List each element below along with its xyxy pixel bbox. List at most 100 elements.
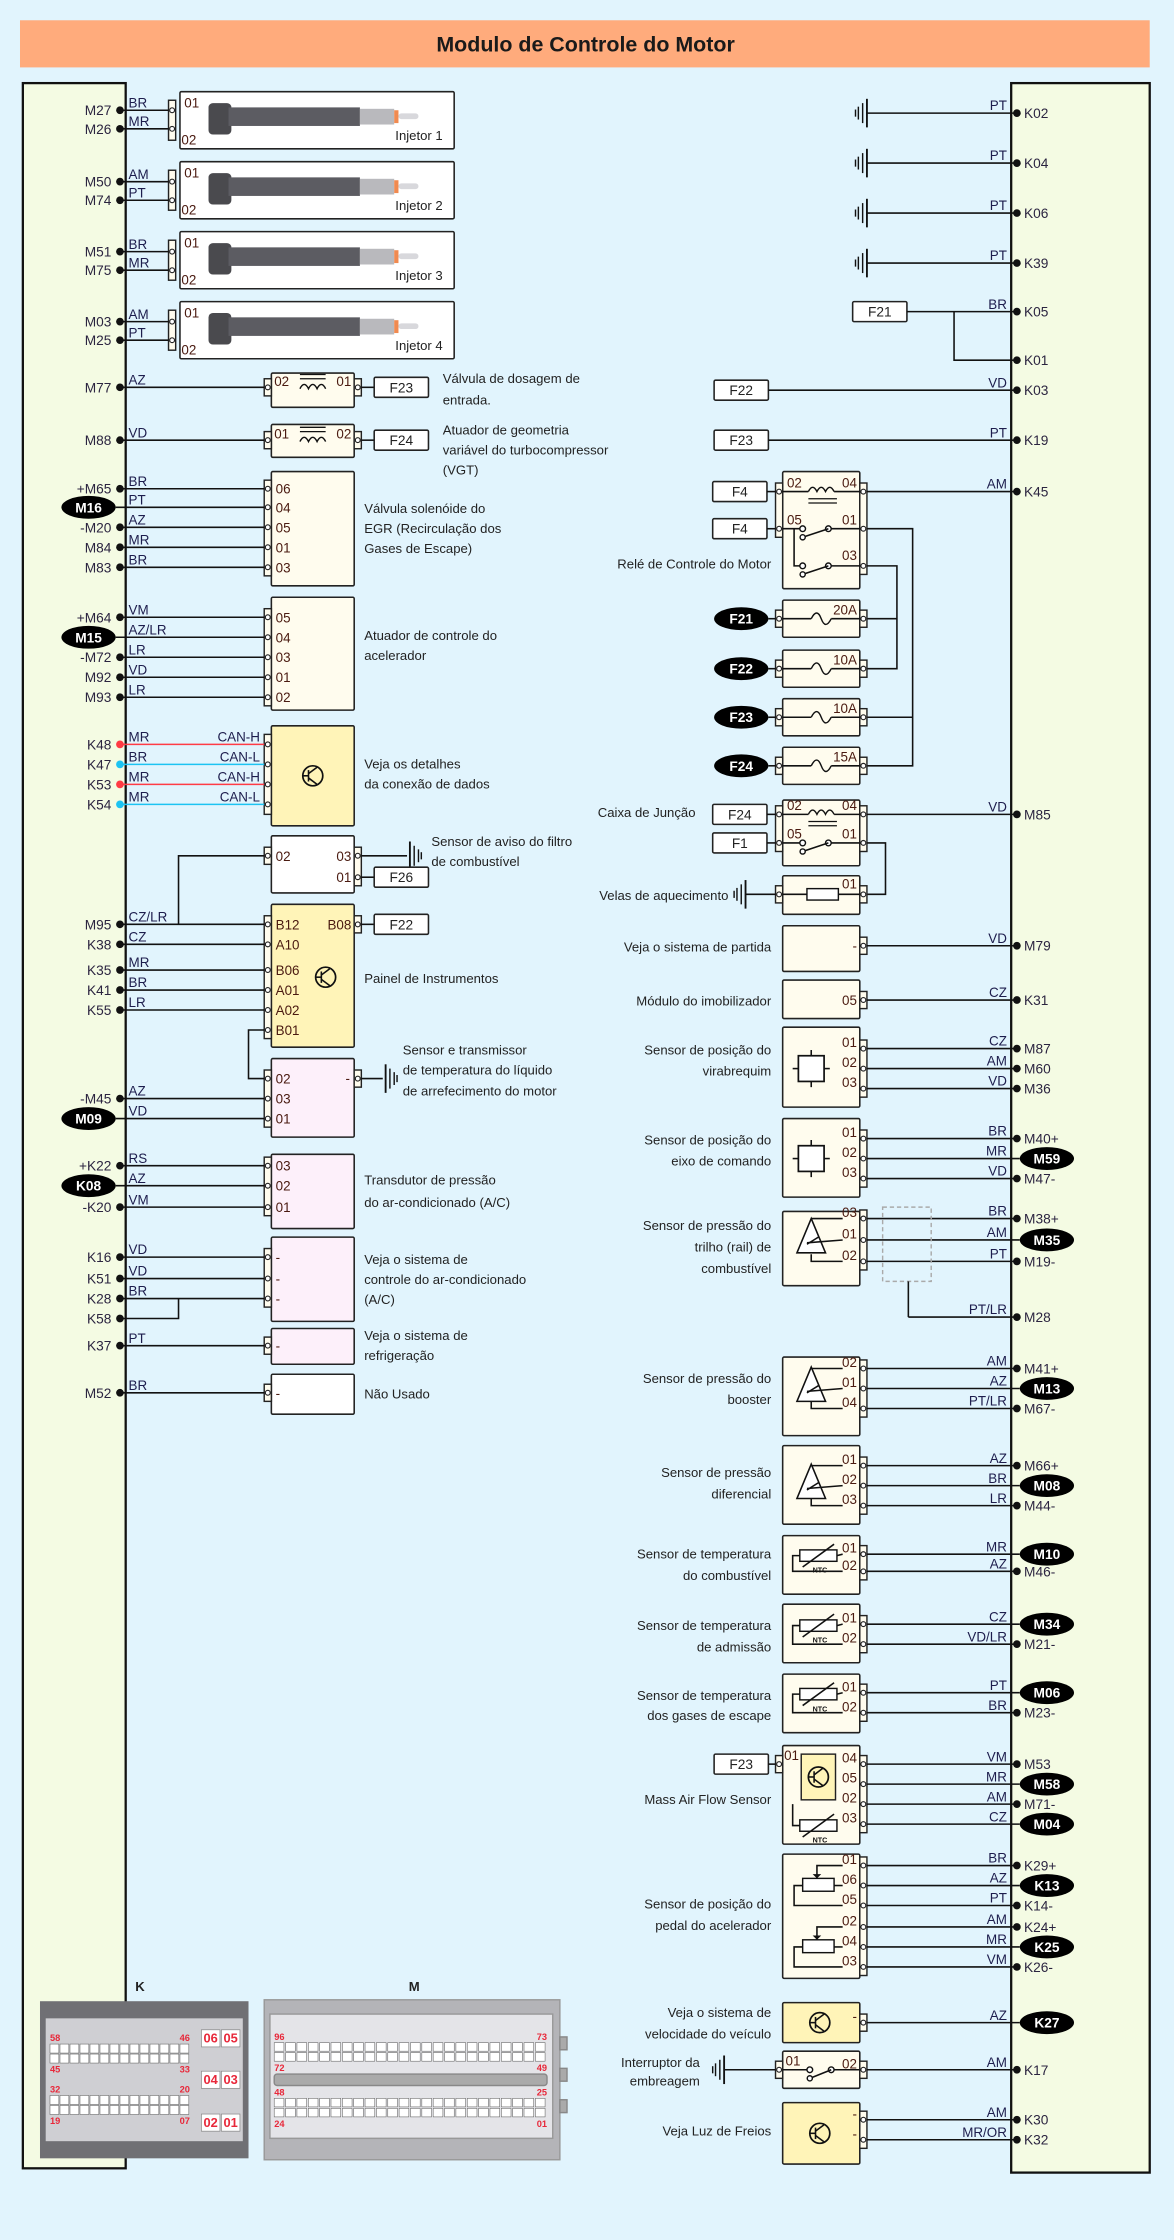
connector-tab — [774, 805, 784, 853]
ecm-pin-label: M88 — [85, 433, 112, 448]
connector-k-cell — [109, 2053, 120, 2064]
connector-k-cell — [159, 2105, 170, 2115]
connector-k-cell — [129, 2043, 140, 2054]
ecm-pin-dot — [1013, 356, 1021, 365]
connector-m-cell — [523, 2042, 535, 2052]
component-pin: 02 — [842, 1699, 857, 1714]
ecm-pin-dot — [116, 613, 124, 622]
injector-label: Injetor 1 — [395, 128, 442, 143]
pin-terminal — [860, 1943, 867, 1950]
pin-terminal — [264, 614, 271, 621]
ecm-pin-label: M16 — [75, 500, 102, 515]
wire-color-label: PT/LR — [969, 1394, 1007, 1409]
pin-terminal — [860, 615, 867, 622]
connector-m-cell — [319, 2052, 330, 2062]
connector-m-cell — [353, 2098, 364, 2108]
connector-m-cell — [444, 2098, 455, 2108]
connector-m-cell — [364, 2098, 376, 2108]
wire-color-label: AM — [987, 477, 1007, 492]
component-description: Caixa de Junção — [598, 805, 696, 820]
ecm-pin-label: M84 — [85, 540, 112, 555]
ecm-pin-label: M38+ — [1024, 1212, 1059, 1227]
connector-m-cell — [410, 2098, 421, 2108]
fuse-reference: F24 — [728, 807, 752, 822]
ecm-pin-label: M83 — [85, 560, 112, 575]
injector-nozzle-body — [359, 108, 395, 125]
component-pin: 04 — [842, 1751, 857, 1766]
ecm-pin-dot — [1013, 1708, 1021, 1717]
pin-terminal — [860, 2116, 867, 2123]
connector-k-cell — [169, 2053, 180, 2064]
component-pin: 03 — [842, 1811, 857, 1826]
component-pin: - — [276, 1339, 280, 1354]
pin-terminal — [860, 1385, 867, 1392]
component-pin: 01 — [276, 670, 291, 685]
ecm-pin-label: M13 — [1034, 1382, 1061, 1397]
connector-k-cell — [69, 2095, 80, 2105]
hall-sensor-icon — [792, 1139, 830, 1178]
wire — [836, 1691, 843, 1695]
connector-k-large-cell — [201, 2029, 221, 2048]
wire-color-label: LR — [129, 642, 146, 657]
component-pin: 01 — [842, 1035, 857, 1050]
pin-terminal — [860, 1258, 867, 1265]
pin-terminal — [776, 714, 783, 721]
can-signal-label: CAN-H — [217, 730, 259, 745]
pin-terminal — [776, 811, 783, 818]
connector-pin-number: 96 — [274, 2032, 284, 2042]
connector-k-cell — [149, 2095, 160, 2105]
injector-body — [228, 247, 360, 266]
wire-color-label: BR — [129, 474, 148, 489]
wire-color-label: VM — [987, 1952, 1007, 1967]
pin-terminal — [264, 504, 271, 511]
label: 03 — [842, 548, 857, 563]
injector-body — [228, 317, 360, 336]
fuse-reference-box — [373, 913, 430, 936]
connector-m-cell — [489, 2098, 500, 2108]
wire-color-label: BR — [988, 1698, 1007, 1713]
can-signal-label: CAN-L — [220, 750, 261, 765]
label: 02 — [276, 849, 291, 864]
component-pin: 03 — [842, 1954, 857, 1969]
component-pin: B06 — [276, 963, 300, 978]
wire-color-label: AZ — [990, 1871, 1007, 1886]
ecm-pin-dot — [116, 760, 124, 769]
connector-k-cell — [149, 2053, 160, 2064]
component-description: de arrefecimento do motor — [403, 1084, 558, 1099]
ecm-pin-label: K03 — [1024, 383, 1049, 398]
ecm-pin-label: K27 — [1034, 2016, 1060, 2031]
component-pin: 02 — [276, 1072, 291, 1087]
ecm-pin-dot — [1013, 259, 1021, 267]
connector-m-cell — [342, 2042, 353, 2052]
connector-pill — [1019, 1377, 1075, 1400]
connector-m-cell — [478, 2042, 489, 2052]
switch-pivot — [806, 2075, 814, 2082]
component-description: Não Usado — [364, 1387, 430, 1402]
ecm-pin-dot — [1013, 1963, 1021, 1971]
fuse-reference: F21 — [868, 305, 892, 320]
connector-pill — [1019, 1474, 1075, 1498]
wire-color-label: RS — [129, 1151, 148, 1166]
connector-pill — [1019, 2011, 1075, 2035]
component-pin: 04 — [842, 1395, 857, 1410]
fuse-reference: F24 — [390, 433, 414, 448]
connector-tab — [263, 915, 273, 1040]
connector-k-cell — [129, 2053, 140, 2064]
component-pin: 01 — [842, 1679, 857, 1694]
wire — [810, 1401, 843, 1410]
connector-m-cell — [410, 2052, 421, 2062]
ecm-pin-label: K16 — [87, 1250, 112, 1265]
connector-tab — [859, 1544, 868, 1581]
connector-m-cell — [410, 2042, 421, 2052]
wire-color-label: AZ — [990, 1556, 1007, 1571]
ecm-pin-dot — [1013, 159, 1021, 167]
connector-m-cell — [296, 2042, 307, 2052]
pin-terminal — [776, 525, 783, 532]
ecm-pin-label: M46- — [1024, 1564, 1055, 1579]
ecm-pin-dot — [116, 1274, 124, 1283]
ecm-pin-label: M92 — [85, 670, 112, 685]
component-pin: 05 — [276, 610, 291, 625]
